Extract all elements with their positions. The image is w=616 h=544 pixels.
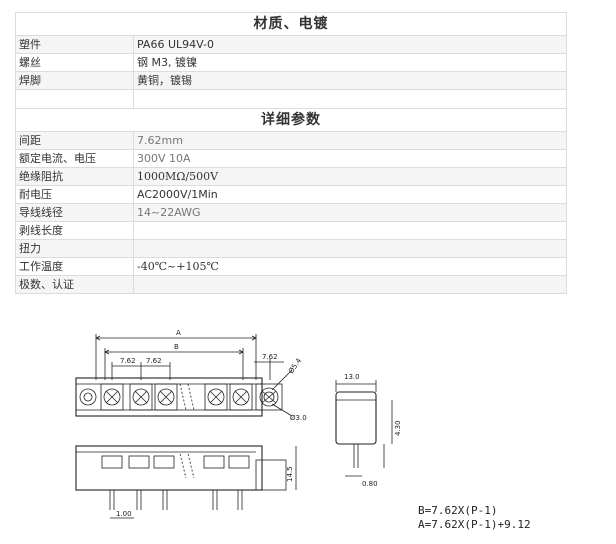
front-slots — [101, 453, 250, 479]
table-row: 绝缘阻抗 1000MΩ/500V — [15, 167, 567, 186]
hole-big-label: Ø5.4 — [287, 356, 303, 375]
spec-value: PA66 UL94V-0 — [133, 35, 567, 54]
spec-value — [133, 89, 567, 109]
dim-label-b: B — [174, 343, 179, 351]
spec-value: 1000MΩ/500V — [133, 167, 567, 186]
terminal-front-body — [75, 445, 263, 491]
mount-hole-left — [79, 388, 97, 406]
spec-key: 塑件 — [15, 35, 134, 54]
pitch-label: 7.62 — [262, 353, 278, 361]
hole-small-label: Ø3.0 — [290, 414, 307, 422]
table-row — [15, 89, 567, 109]
spec-value: 7.62mm — [133, 131, 567, 150]
spec-value — [133, 221, 567, 240]
screw-cells — [100, 383, 253, 411]
table-row: 间距 7.62mm — [15, 131, 567, 150]
spec-key: 剥线长度 — [15, 221, 134, 240]
spec-table: 材质、电镀 塑件 PA66 UL94V-0 螺丝 钢 M3, 镀镍 焊脚 黄铜，… — [15, 12, 567, 294]
table-row: 螺丝 钢 M3, 镀镍 — [15, 53, 567, 72]
spec-value: 300V 10A — [133, 149, 567, 168]
table-row: 耐电压 AC2000V/1Min — [15, 185, 567, 204]
table-row: 扭力 — [15, 239, 567, 258]
spec-key: 螺丝 — [15, 53, 134, 72]
pin-size-label: 1.00 — [116, 510, 132, 518]
formula-a: A=7.62X(P-1)+9.12 — [418, 518, 531, 531]
spec-key: 焊脚 — [15, 71, 134, 90]
pin-width-label: 0.80 — [362, 480, 378, 488]
pitch-label: 7.62 — [120, 357, 136, 365]
spec-key: 耐电压 — [15, 185, 134, 204]
table-row: 剥线长度 — [15, 221, 567, 240]
terminal-side-body — [335, 391, 377, 445]
spec-value — [133, 239, 567, 258]
spec-key — [15, 89, 134, 109]
side-height-label: 4.30 — [394, 420, 402, 436]
table-row: 工作温度 -40℃~+105℃ — [15, 257, 567, 276]
table-row: 导线线径 14~22AWG — [15, 203, 567, 222]
table-row: 极数、认证 — [15, 275, 567, 294]
table-row: 焊脚 黄铜，镀锡 — [15, 71, 567, 90]
dim-label-a: A — [176, 329, 181, 337]
spec-value: AC2000V/1Min — [133, 185, 567, 204]
formula-b: B=7.62X(P-1) — [418, 504, 497, 517]
terminal-top-body — [75, 377, 263, 417]
params-title: 详细参数 — [15, 108, 567, 132]
spec-key: 绝缘阻抗 — [15, 167, 134, 186]
mount-hole-right — [259, 387, 279, 407]
body-height-label: 14.5 — [286, 466, 294, 482]
spec-value: -40℃~+105℃ — [133, 257, 567, 276]
spec-key: 额定电流、电压 — [15, 149, 134, 168]
spec-value — [133, 275, 567, 294]
spec-key: 极数、认证 — [15, 275, 134, 294]
pins — [109, 490, 243, 510]
spec-key: 扭力 — [15, 239, 134, 258]
spec-key: 工作温度 — [15, 257, 134, 276]
spec-key: 间距 — [15, 131, 134, 150]
spec-value: 钢 M3, 镀镍 — [133, 53, 567, 72]
spec-value: 14~22AWG — [133, 203, 567, 222]
width-label: 13.0 — [344, 373, 360, 381]
table-row: 塑件 PA66 UL94V-0 — [15, 35, 567, 54]
table-row: 额定电流、电压 300V 10A — [15, 149, 567, 168]
materials-title: 材质、电镀 — [15, 12, 567, 36]
spec-value: 黄铜，镀锡 — [133, 71, 567, 90]
technical-drawing: A B 7.62 7.62 7.62 Ø5.4 Ø3.0 13.0 4.30 0… — [75, 329, 531, 531]
pitch-label: 7.62 — [146, 357, 162, 365]
spec-key: 导线线径 — [15, 203, 134, 222]
